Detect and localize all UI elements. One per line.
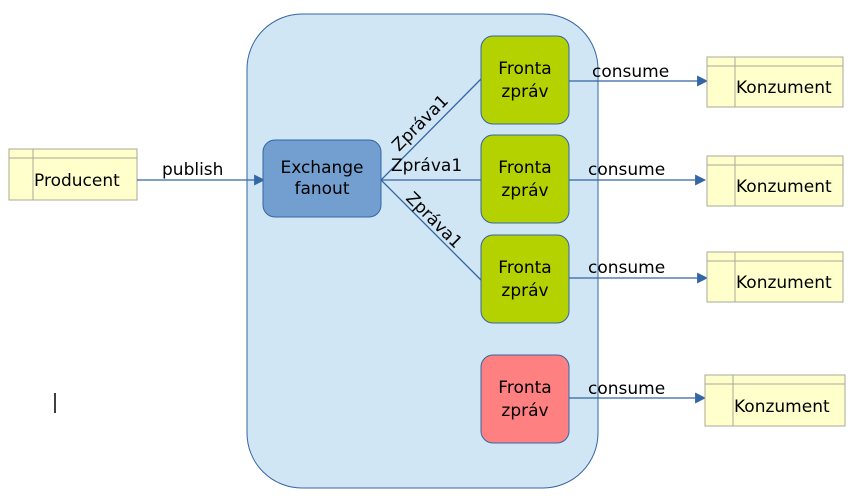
consume-label: consume	[588, 160, 665, 180]
consumer-label: Konzument	[736, 78, 832, 98]
binding-line-1	[380, 78, 482, 181]
queue-node-unbound: Fronta zpráv	[480, 354, 570, 444]
consume-label: consume	[592, 62, 669, 82]
consumer-node: Konzument	[706, 56, 844, 108]
consumer-label: Konzument	[736, 177, 832, 197]
exchange-label-line2: fanout	[294, 179, 349, 199]
producer-node: Producent	[8, 148, 138, 201]
consumer-label: Konzument	[736, 273, 832, 293]
queue-label-line1: Fronta	[498, 378, 551, 398]
queue-label-line2: zpráv	[501, 82, 548, 102]
queue-label-line2: zpráv	[501, 181, 548, 201]
producer-label: Producent	[34, 171, 120, 191]
consumer-label: Konzument	[734, 397, 830, 417]
queue-label-line1: Fronta	[498, 158, 551, 178]
consumer-node: Konzument	[704, 374, 846, 427]
queue-label-line1: Fronta	[498, 258, 551, 278]
queue-node: Fronta zpráv	[480, 234, 570, 324]
publish-label: publish	[162, 160, 223, 180]
queue-node: Fronta zpráv	[480, 35, 570, 125]
queue-label-line2: zpráv	[501, 401, 548, 421]
queue-label-line2: zpráv	[501, 281, 548, 301]
message-label-2: Zpráva1	[391, 156, 462, 176]
consume-label: consume	[588, 258, 665, 278]
consume-label: consume	[588, 379, 665, 399]
queue-node: Fronta zpráv	[480, 134, 570, 224]
exchange-node: Exchange fanout	[262, 139, 382, 218]
binding-line-3	[380, 179, 482, 281]
queue-label-line1: Fronta	[498, 59, 551, 79]
exchange-label-line1: Exchange	[280, 158, 363, 178]
consumer-node: Konzument	[706, 155, 844, 207]
consumer-node: Konzument	[706, 251, 844, 303]
